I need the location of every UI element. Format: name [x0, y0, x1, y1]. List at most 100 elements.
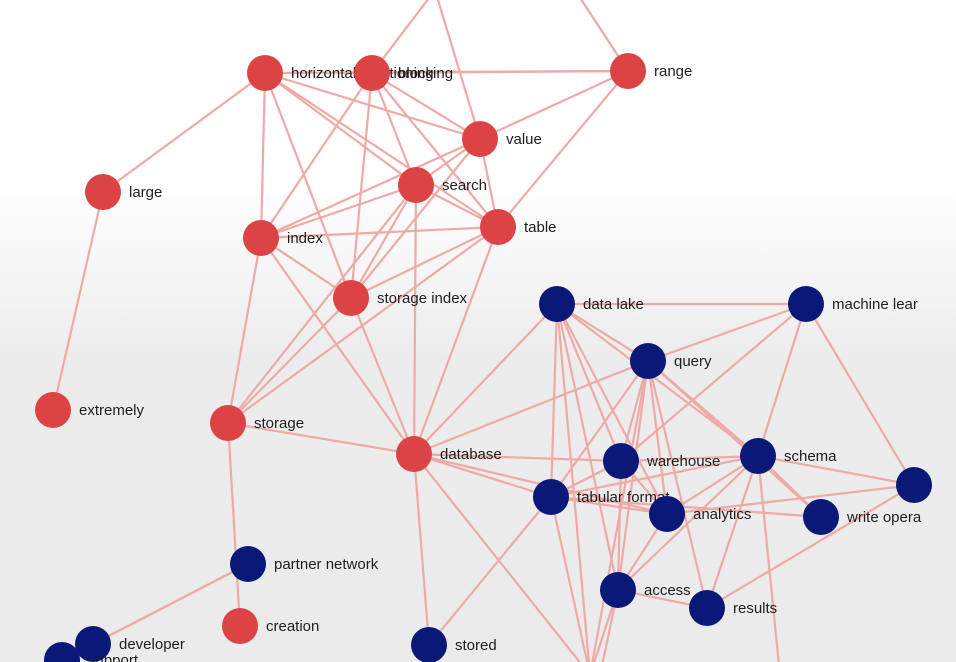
node-circle-idx[interactable]: [243, 220, 279, 256]
node-label-sto: storage: [254, 415, 304, 432]
node-idx[interactable]: index: [243, 220, 323, 256]
node-circle-str[interactable]: [411, 627, 447, 662]
node-rn[interactable]: [896, 467, 932, 503]
node-label-lrg: large: [129, 184, 162, 201]
edge-sch-bot3: [756, 455, 780, 662]
node-sup[interactable]: support: [44, 642, 139, 662]
node-rng[interactable]: range: [610, 53, 692, 89]
node-tf[interactable]: tabular format: [533, 479, 670, 515]
edge-rng-val: [479, 70, 629, 140]
node-qry[interactable]: query: [630, 343, 712, 379]
node-cre[interactable]: creation: [222, 608, 319, 644]
edge-bl-rng: [371, 69, 629, 75]
node-tab[interactable]: table: [480, 209, 557, 245]
edge-rn-res: [706, 484, 915, 609]
edge-db-tf: [413, 452, 552, 499]
edge-db-bot1: [413, 453, 582, 662]
node-str[interactable]: stored: [411, 627, 497, 662]
edge-ml-wh: [620, 303, 807, 462]
node-sto[interactable]: storage: [210, 405, 304, 441]
node-circle-sch[interactable]: [740, 438, 776, 474]
edge-sch-acc: [617, 455, 759, 591]
node-circle-dev[interactable]: [75, 626, 111, 662]
node-dev[interactable]: developer: [75, 626, 185, 662]
edge-db-wh: [413, 452, 622, 463]
edge-tf-bot1: [549, 496, 589, 662]
node-circle-sto[interactable]: [210, 405, 246, 441]
edge-sch-res: [705, 455, 760, 609]
edge-wh-sch: [620, 454, 759, 463]
node-circle-si[interactable]: [333, 280, 369, 316]
node-sea[interactable]: search: [398, 167, 487, 203]
node-acc[interactable]: access: [600, 572, 691, 608]
edge-db-str: [412, 453, 431, 646]
node-circle-ml[interactable]: [788, 286, 824, 322]
edge-tf-str: [428, 496, 552, 646]
node-circle-rng[interactable]: [610, 53, 646, 89]
node-circle-pn[interactable]: [230, 546, 266, 582]
node-circle-cre[interactable]: [222, 608, 258, 644]
edge-tab-idx: [260, 225, 499, 240]
node-circle-wh[interactable]: [603, 443, 639, 479]
node-circle-sup[interactable]: [44, 642, 80, 662]
edge-bl-sea: [370, 72, 418, 186]
node-circle-tab[interactable]: [480, 209, 516, 245]
node-label-sea: search: [442, 177, 487, 194]
edge-qry-wo: [647, 360, 822, 518]
node-circle-lrg[interactable]: [85, 174, 121, 210]
node-circle-tf[interactable]: [533, 479, 569, 515]
node-ext[interactable]: extremely: [35, 392, 145, 428]
edge-top1-val: [436, 0, 482, 140]
node-circle-res[interactable]: [689, 590, 725, 626]
node-label-dl: data lake: [583, 296, 644, 313]
node-val[interactable]: value: [462, 121, 542, 157]
edge-hp-tab: [264, 72, 499, 228]
edge-hp-val: [264, 71, 481, 141]
node-label-tab: table: [524, 219, 557, 236]
node-label-str: stored: [455, 637, 497, 654]
node-circle-acc[interactable]: [600, 572, 636, 608]
node-circle-ana[interactable]: [649, 496, 685, 532]
edge-tf-wo: [550, 495, 822, 519]
edge-bl-val: [371, 72, 481, 140]
edge-db-qry: [413, 359, 649, 456]
node-wh[interactable]: warehouse: [603, 443, 720, 479]
edge-bl-si: [349, 72, 374, 299]
edge-ml-rn: [805, 303, 915, 486]
node-circle-hp[interactable]: [247, 55, 283, 91]
edge-bl-tab: [371, 72, 499, 228]
node-circle-bl[interactable]: [354, 55, 390, 91]
node-circle-dl[interactable]: [539, 286, 575, 322]
node-circle-val[interactable]: [462, 121, 498, 157]
node-label-idx: index: [287, 230, 323, 247]
node-ml[interactable]: machine lear: [788, 286, 918, 322]
edge-sto-db: [227, 421, 415, 456]
edge-ml-qry: [647, 302, 807, 363]
node-circle-sea[interactable]: [398, 167, 434, 203]
edge-val-idx: [260, 137, 481, 240]
node-label-val: value: [506, 131, 542, 148]
node-dl[interactable]: data lake: [539, 286, 644, 322]
node-circle-wo[interactable]: [803, 499, 839, 535]
node-label-pn: partner network: [274, 556, 379, 573]
node-label-sup: support: [88, 652, 139, 662]
node-lrg[interactable]: large: [85, 174, 162, 210]
node-circle-rn[interactable]: [896, 467, 932, 503]
edge-rng-tab: [497, 70, 629, 228]
node-wo[interactable]: write opera: [803, 499, 922, 535]
node-db[interactable]: database: [396, 436, 502, 472]
node-circle-db[interactable]: [396, 436, 432, 472]
node-label-ml: machine lear: [832, 296, 918, 313]
node-res[interactable]: results: [689, 590, 777, 626]
node-pn[interactable]: partner network: [230, 546, 379, 582]
node-circle-qry[interactable]: [630, 343, 666, 379]
edge-sto-cre: [226, 422, 242, 627]
node-label-db: database: [440, 446, 502, 463]
node-bl[interactable]: blocking: [354, 55, 453, 91]
node-sch[interactable]: schema: [740, 438, 837, 474]
node-ana[interactable]: analytics: [649, 496, 751, 532]
node-circle-ext[interactable]: [35, 392, 71, 428]
node-si[interactable]: storage index: [333, 280, 468, 316]
